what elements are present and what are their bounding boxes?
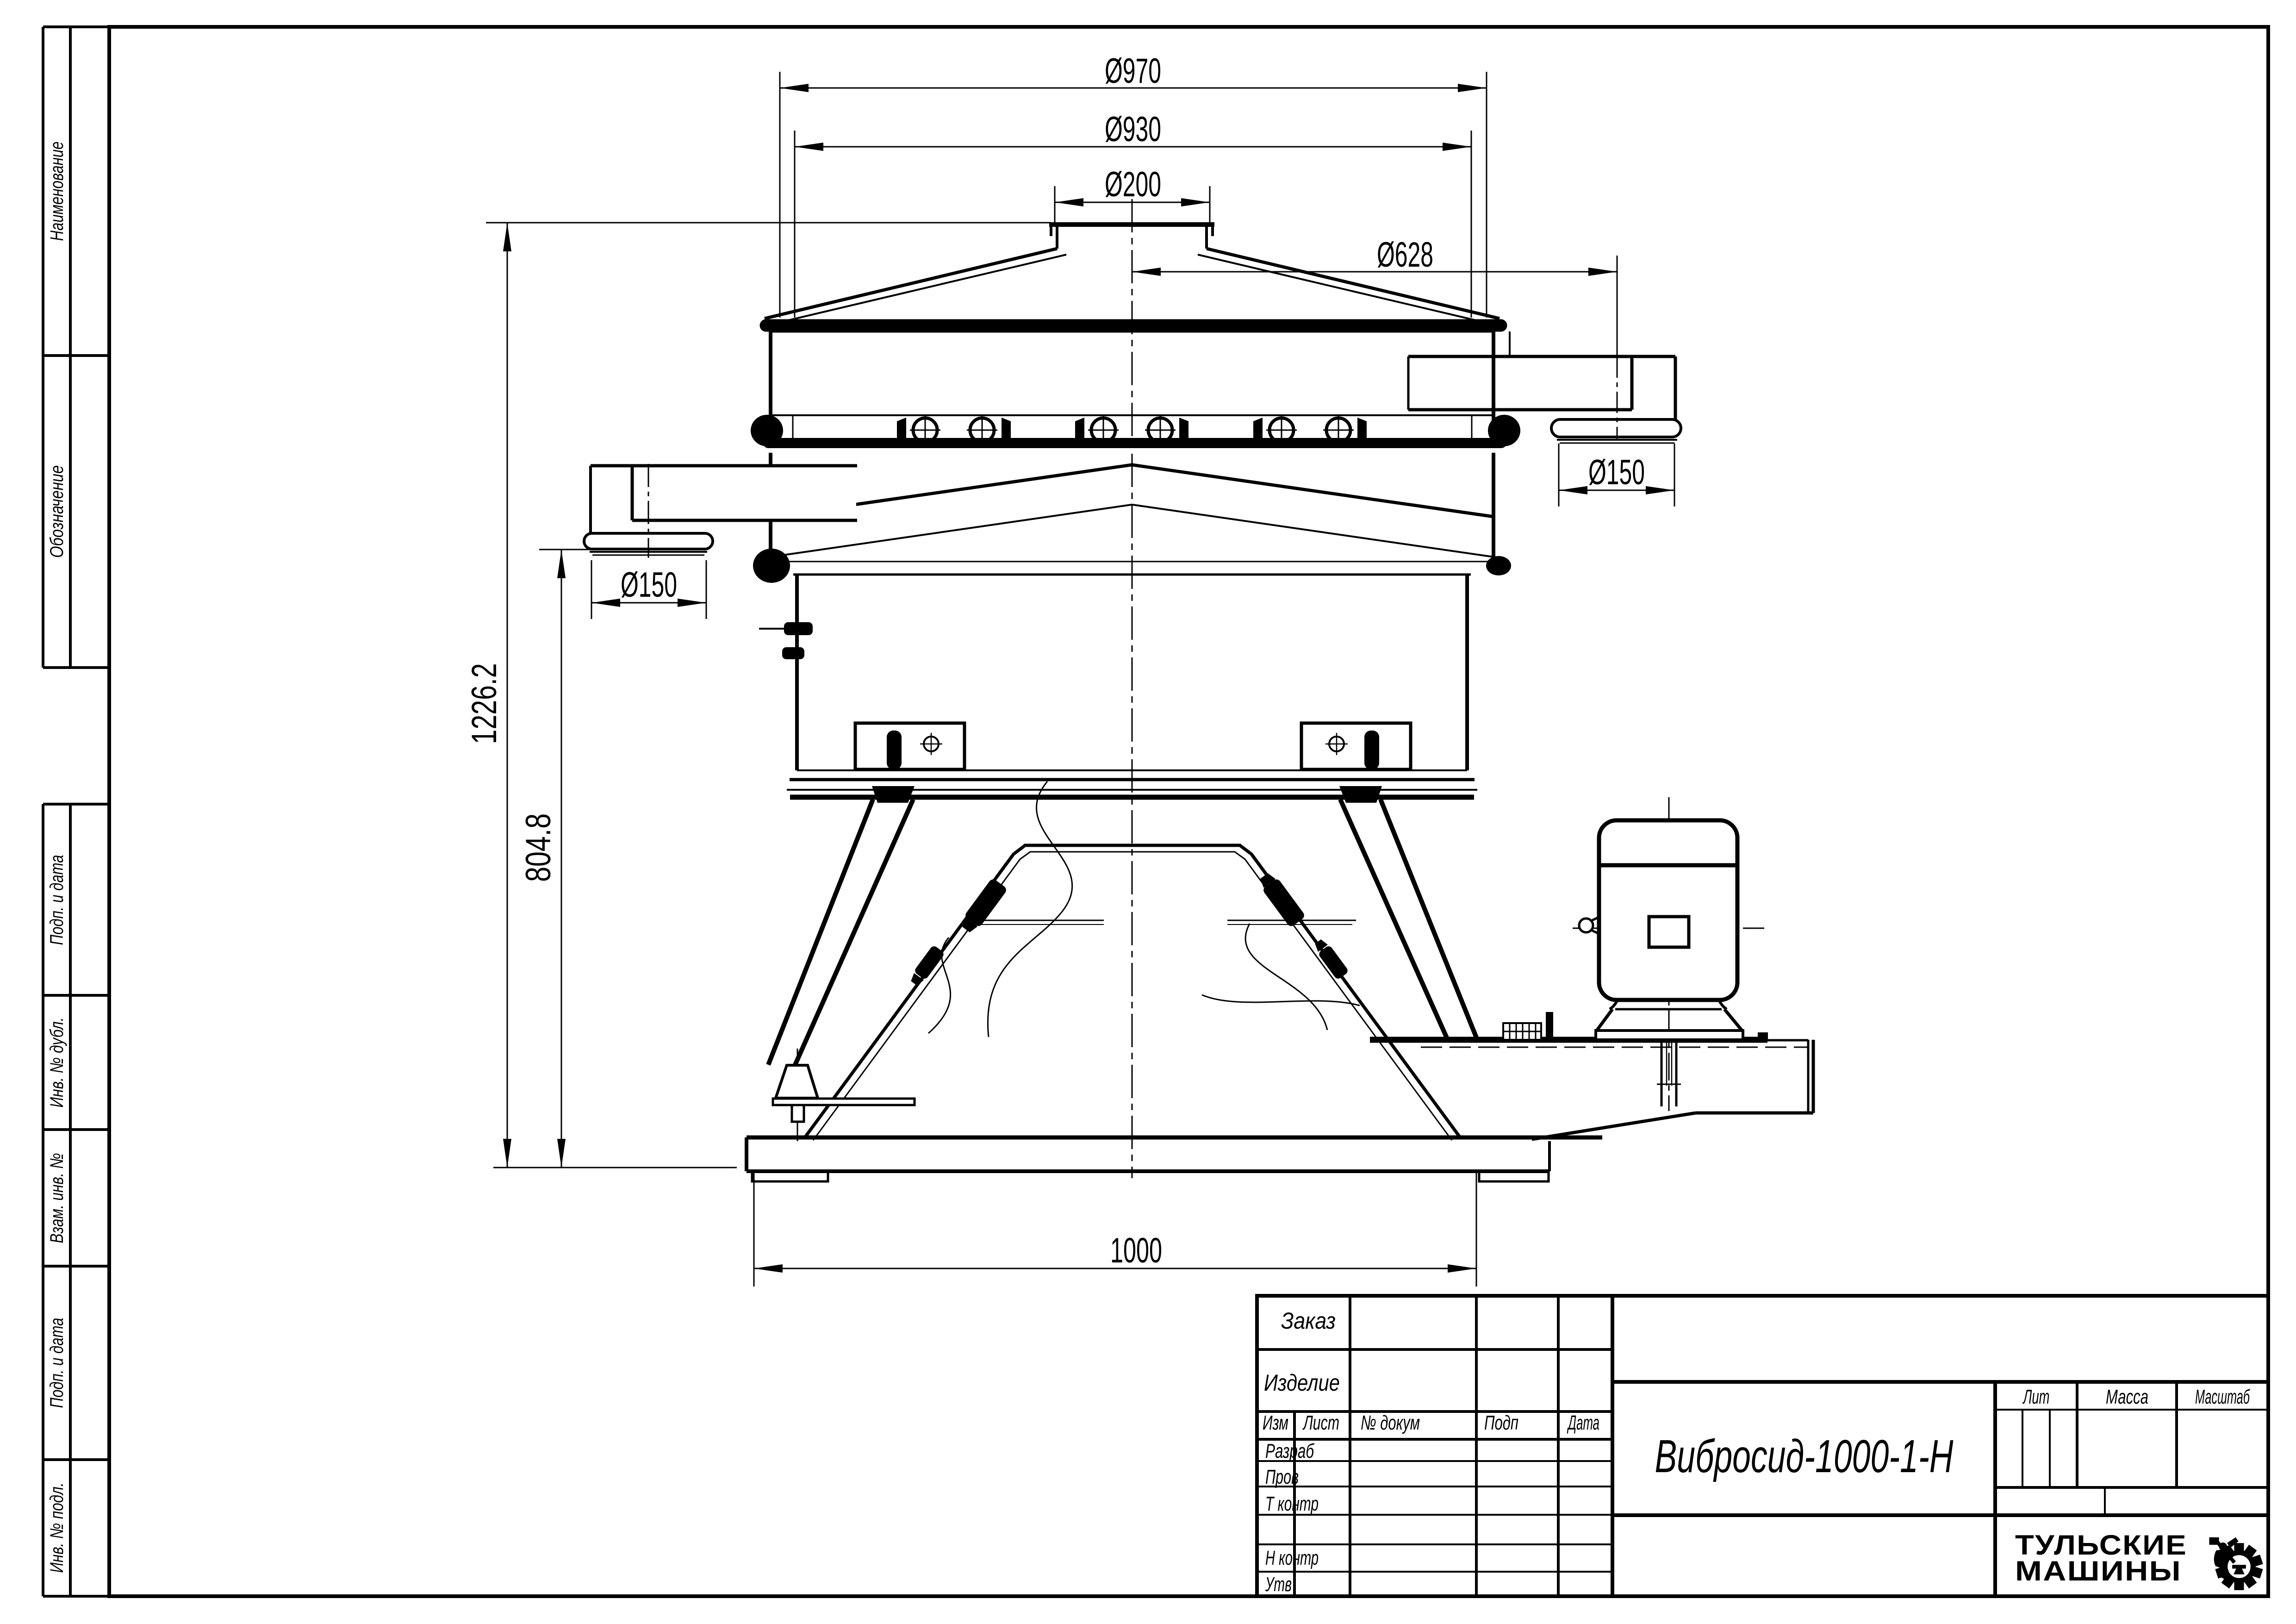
svg-text:Инв. № дубл.: Инв. № дубл. [47, 1018, 67, 1108]
svg-text:Масштаб: Масштаб [2195, 1386, 2250, 1408]
svg-text:Подп. и дата: Подп. и дата [47, 1318, 67, 1408]
svg-text:Инв. № подл.: Инв. № подл. [47, 1483, 67, 1573]
svg-text:Обозначение: Обозначение [47, 465, 67, 558]
svg-text:Т контр: Т контр [1265, 1493, 1319, 1515]
svg-text:Ø150: Ø150 [621, 565, 677, 605]
svg-text:Разраб: Разраб [1265, 1440, 1315, 1462]
svg-text:Наименование: Наименование [47, 142, 67, 241]
svg-text:Вибросид-1000-1-Н: Вибросид-1000-1-Н [1655, 1430, 1954, 1482]
svg-text:Утв: Утв [1265, 1573, 1292, 1596]
svg-text:№ докум: № докум [1361, 1412, 1420, 1434]
svg-text:1226.2: 1226.2 [465, 663, 504, 744]
svg-text:Пров: Пров [1265, 1466, 1299, 1488]
svg-text:Ø970: Ø970 [1105, 51, 1161, 91]
svg-text:Ø930: Ø930 [1105, 110, 1161, 149]
svg-text:Дата: Дата [1567, 1412, 1599, 1434]
svg-text:Изделие: Изделие [1264, 1370, 1340, 1396]
svg-text:Подп. и дата: Подп. и дата [47, 855, 67, 945]
svg-text:1000: 1000 [1110, 1231, 1162, 1270]
svg-text:Лит: Лит [2022, 1386, 2050, 1408]
svg-text:Изм: Изм [1263, 1412, 1288, 1434]
svg-text:МАШИНЫ: МАШИНЫ [2015, 1555, 2182, 1587]
svg-text:Ø200: Ø200 [1105, 165, 1161, 204]
svg-text:Масса: Масса [2106, 1386, 2148, 1408]
svg-text:Н контр: Н контр [1265, 1547, 1319, 1569]
svg-text:ТУЛЬСКИЕ: ТУЛЬСКИЕ [2015, 1530, 2187, 1561]
svg-text:Лист: Лист [1302, 1412, 1339, 1434]
svg-text:Ø150: Ø150 [1588, 453, 1645, 492]
svg-text:Подп: Подп [1484, 1412, 1518, 1434]
svg-text:Заказ: Заказ [1281, 1308, 1336, 1334]
svg-text:Взам. инв. №: Взам. инв. № [47, 1153, 67, 1243]
svg-text:804.8: 804.8 [519, 813, 558, 882]
svg-text:Ø628: Ø628 [1377, 235, 1433, 275]
